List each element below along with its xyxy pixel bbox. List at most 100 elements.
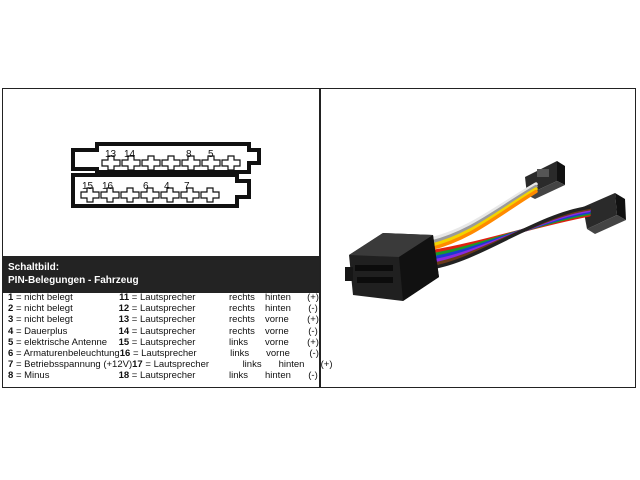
bottom-pin-slots: [80, 187, 220, 203]
pin-label-8: 8: [186, 149, 192, 160]
pin-eq: =: [131, 314, 138, 326]
pin-number: 4: [8, 325, 14, 337]
pin-number: 6: [8, 347, 14, 359]
pin-position: hinten: [265, 370, 291, 382]
adapter-cable-illustration: [345, 161, 626, 301]
pin-polarity: (-): [308, 370, 318, 382]
pin-eq: =: [131, 325, 138, 337]
table-row: 5 = elektrische Antenne 15 = Lautspreche…: [8, 337, 320, 348]
pin-number: 8: [8, 370, 14, 382]
pin-position: hinten: [265, 292, 291, 303]
pin-polarity: (-): [308, 303, 318, 315]
top-pin-slots: [101, 155, 241, 171]
pin-type: Lautsprecher: [140, 303, 196, 315]
lower-iso-plug: [583, 193, 626, 234]
pin-description: = elektrische Antenne: [15, 336, 108, 348]
pin-position: hinten: [278, 359, 305, 371]
pin-slot: [221, 155, 241, 171]
pin-type: Lautsprecher: [140, 336, 196, 348]
pin-slot: [200, 187, 220, 203]
pin-side: rechts: [229, 314, 255, 326]
pinout-panel: 13 14 8 5 15 16 6 4 7 Schaltbild: PIN-Be…: [3, 89, 333, 387]
wire-bundle: [429, 182, 591, 270]
pin-slot: [140, 187, 160, 203]
pin-label-6: 6: [143, 181, 149, 192]
pin-slot: [120, 187, 140, 203]
pin-position: vorne: [265, 314, 289, 326]
pin-eq: =: [131, 336, 138, 348]
pin-number: 12: [118, 303, 130, 315]
pin-description: = nicht belegt: [15, 314, 73, 326]
pin-side: rechts: [229, 325, 255, 337]
connector-schematic: 13 14 8 5 15 16 6 4 7: [71, 142, 261, 208]
pin-type: Lautsprecher: [140, 370, 196, 382]
pin-position: vorne: [265, 336, 289, 348]
pin-slot: [161, 155, 181, 171]
pin-position: vorne: [265, 325, 289, 337]
pin-label-16: 16: [102, 181, 114, 192]
pin-side: links: [230, 347, 250, 359]
wire: [429, 205, 591, 270]
pin-slot: [201, 155, 221, 171]
header-title: Schaltbild:: [8, 262, 60, 273]
pin-polarity: (+): [307, 314, 319, 326]
pin-number: 14: [118, 325, 130, 337]
pin-polarity: (-): [309, 347, 319, 359]
pin-number: 11: [119, 292, 130, 303]
pin-type: Lautsprecher: [140, 292, 196, 303]
pin-number: 15: [118, 336, 130, 348]
top-connector-outline: [71, 142, 261, 174]
pin-position: vorne: [266, 347, 290, 359]
pin-polarity: (+): [307, 292, 319, 303]
pin-number: 5: [8, 336, 14, 348]
product-photo-panel: [321, 89, 635, 387]
pin-description: = Armaturenbeleuchtung: [15, 347, 120, 359]
header-subtitle: PIN-Belegungen - Fahrzeug: [8, 275, 139, 286]
wire: [429, 187, 538, 248]
pin-number: 3: [8, 314, 14, 326]
pin-slot: [101, 155, 121, 171]
pin-eq: =: [131, 370, 138, 382]
pin-number: 17: [132, 359, 143, 371]
pin-polarity: (+): [307, 336, 319, 348]
pin-label-14: 14: [124, 149, 136, 160]
pin-side: links: [229, 370, 249, 382]
table-row: 4 = Dauerplus 14 = Lautsprecher rechts vor…: [8, 326, 320, 337]
pin-number: 7: [8, 359, 14, 371]
pin-number: 13: [118, 314, 130, 326]
wire: [429, 182, 538, 241]
pin-label-4: 4: [164, 181, 170, 192]
pin-side: links: [229, 336, 249, 348]
pin-number: 18: [118, 370, 130, 382]
pin-assignment-table: 1 = nicht belegt 11 = Lautsprecher rechts…: [8, 292, 333, 382]
pin-label-7: 7: [184, 181, 190, 192]
pin-number: 16: [119, 347, 131, 359]
table-row: 2 = nicht belegt 12 = Lautsprecher rechts…: [8, 303, 320, 314]
pin-position: hinten: [265, 303, 291, 315]
pin-number: 1: [8, 292, 14, 303]
pin-eq: =: [131, 303, 138, 315]
pin-side: links: [242, 359, 262, 371]
pin-type: Lautsprecher: [141, 347, 197, 359]
pin-type: Lautsprecher: [153, 359, 210, 371]
pin-slot: [80, 187, 100, 203]
panel-divider: [319, 88, 321, 388]
pin-description: = Betriebsspannung (+12V): [15, 359, 133, 371]
table-row: 3 = nicht belegt 13 = Lautsprecher rechts…: [8, 314, 320, 325]
table-row: 6 = Armaturenbeleuchtung 16 = Lautsprech…: [8, 348, 320, 359]
pin-description: = Dauerplus: [15, 325, 68, 337]
pin-side: rechts: [229, 303, 255, 315]
pin-eq: =: [132, 347, 139, 359]
wire: [429, 189, 538, 251]
pin-description: = nicht belegt: [15, 303, 73, 315]
pin-slot: [121, 155, 141, 171]
pin-number: 2: [8, 303, 14, 315]
pin-polarity: (+): [320, 359, 333, 371]
pin-side: rechts: [229, 292, 255, 303]
pin-slot: [100, 187, 120, 203]
pin-type: Lautsprecher: [140, 314, 196, 326]
pin-type: Lautsprecher: [140, 325, 196, 337]
pin-eq: =: [145, 359, 151, 371]
